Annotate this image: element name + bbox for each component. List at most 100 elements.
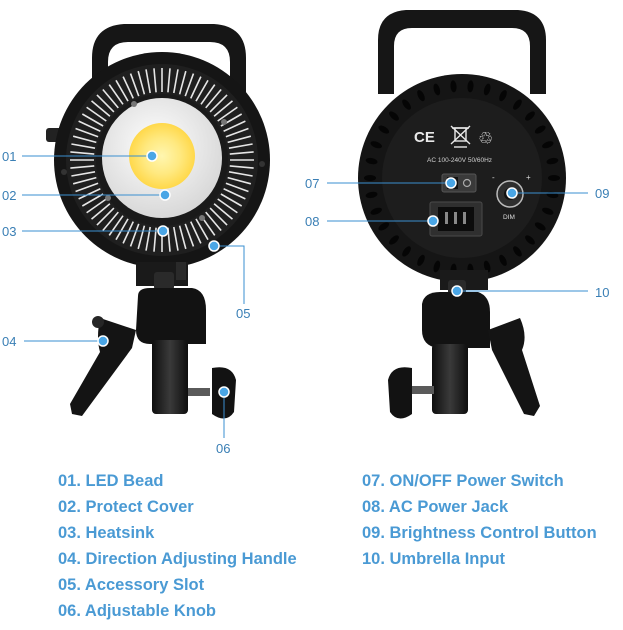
callout-dot — [146, 150, 158, 162]
heatsink-fin — [81, 113, 104, 127]
vent-slot — [389, 111, 399, 121]
heatsink-fin — [129, 223, 140, 247]
rear-view-light: CE ♲ AC 100-240V 50/60Hz - + DIM — [358, 10, 566, 419]
heatsink-fin — [209, 207, 228, 226]
vent-slot — [402, 99, 411, 110]
legend-item-accessory-slot: 05. Accessory Slot — [58, 576, 205, 594]
legend-item-adjustable-knob: 06. Adjustable Knob — [58, 602, 216, 620]
vent-slot — [546, 157, 559, 165]
heatsink-fin — [102, 211, 119, 231]
vent-slot — [389, 235, 399, 245]
ce-mark: CE — [414, 129, 435, 146]
heatsink-fin — [153, 227, 157, 252]
heatsink-fin — [173, 69, 179, 94]
callout-dot — [506, 187, 518, 199]
legend-item-umbrella-input: 10. Umbrella Input — [362, 550, 506, 568]
heatsink-fin — [167, 68, 171, 93]
callout-09: 09 — [595, 186, 609, 201]
heatsink-fin — [122, 76, 134, 99]
heatsink-fin — [225, 182, 249, 193]
vent-slot — [534, 222, 546, 231]
vent-slot — [548, 175, 560, 181]
vent-slot — [499, 90, 507, 102]
heatsink-fin — [223, 188, 246, 200]
heatsink-fin — [190, 76, 202, 99]
heatsink-fin — [195, 79, 209, 102]
cover-screw — [199, 215, 205, 221]
heatsink-fin — [86, 198, 107, 214]
heatsink-fin — [178, 70, 187, 95]
vent-slot — [542, 207, 554, 215]
callout-dots — [97, 150, 518, 398]
heatsink-fin — [153, 68, 157, 93]
carry-handle — [92, 24, 246, 92]
heatsink-fin — [137, 70, 146, 95]
heatsink-fin — [71, 143, 96, 149]
callout-dot — [208, 240, 220, 252]
callout-dot — [218, 386, 230, 398]
rear-spigot — [432, 344, 468, 414]
legend-item-led-bead: 01. LED Bead — [58, 472, 164, 490]
heatsink-fin — [200, 84, 216, 105]
callout-01: 01 — [2, 149, 16, 164]
heatsink-fin — [70, 165, 95, 169]
vent-slot — [534, 125, 546, 134]
heatsink-fin — [71, 171, 96, 177]
weee-bin-icon — [450, 125, 471, 148]
heatsink-fin — [220, 193, 243, 207]
callout-dot — [159, 189, 171, 201]
heatsink-fin — [190, 221, 202, 244]
cover-screw — [221, 119, 227, 125]
vent-slot — [417, 90, 425, 102]
front-view-light — [46, 24, 270, 419]
legend-item-heatsink: 03. Heatsink — [58, 524, 155, 542]
heatsink-fin — [178, 225, 187, 250]
dim-plus: + — [526, 173, 531, 182]
vent-slot — [365, 191, 378, 199]
heatsink-fin — [227, 176, 252, 185]
heatsink-fin — [137, 225, 146, 250]
callout-dot — [427, 215, 439, 227]
heatsink-fin — [184, 73, 195, 97]
heatsink-fin — [217, 198, 238, 214]
product-diagram: CE ♲ AC 100-240V 50/60Hz - + DIM — [2, 10, 609, 455]
cooling-vents — [364, 80, 560, 276]
heatsink-fin — [91, 100, 111, 117]
vent-slot — [467, 80, 474, 93]
carry-handle — [378, 10, 546, 94]
dim-label: DIM — [503, 214, 515, 221]
front-mount-body — [136, 288, 206, 344]
vent-slot — [499, 254, 507, 266]
vent-slot — [483, 260, 491, 273]
rear-mount-body — [422, 292, 490, 348]
vent-slot — [433, 83, 441, 96]
vent-slot — [525, 111, 535, 121]
heatsink-fin — [75, 182, 99, 193]
heatsink-fin — [217, 106, 238, 122]
heatsink-fin — [72, 135, 97, 144]
vent-slot — [525, 235, 535, 245]
callout-04: 04 — [2, 334, 16, 349]
vent-slot — [378, 222, 390, 231]
vent-slot — [364, 175, 376, 181]
heatsink-fin — [96, 94, 115, 113]
legend-right-column: 07. ON/OFF Power Switch 08. AC Power Jac… — [362, 468, 597, 572]
callout-dot — [97, 335, 109, 347]
heatsink-fin — [227, 135, 252, 144]
callout-numbers: 01 02 03 04 05 06 07 08 09 10 — [2, 149, 609, 455]
callout-05: 05 — [236, 306, 250, 321]
direction-handle-rear — [488, 318, 540, 416]
vent-slot — [378, 125, 390, 134]
callout-dot — [451, 285, 463, 297]
front-spigot — [152, 340, 188, 414]
dim-minus: - — [492, 173, 495, 182]
heatsink-fin — [228, 171, 253, 177]
callout-lines — [22, 155, 588, 438]
cover-screw — [105, 195, 111, 201]
heatsink-fin — [223, 120, 246, 132]
heatsink-fin — [78, 120, 101, 132]
heatsink-fin — [86, 106, 107, 122]
callout-08: 08 — [305, 214, 319, 229]
vent-slot — [365, 157, 378, 165]
heatsink-fin — [129, 73, 140, 97]
